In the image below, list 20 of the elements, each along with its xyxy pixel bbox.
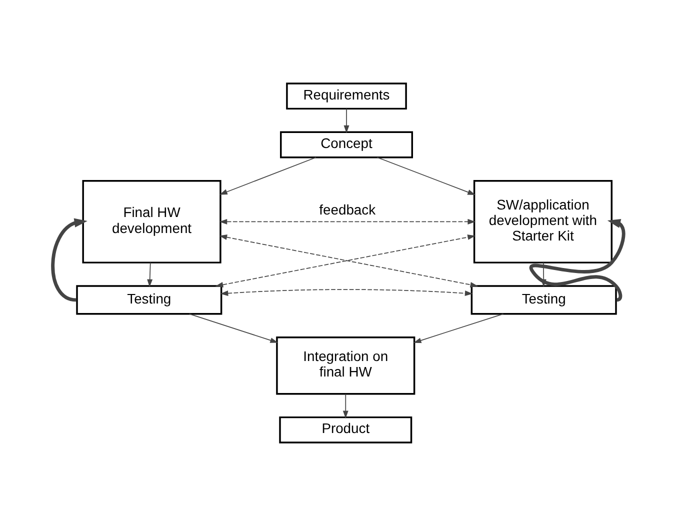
arrow xyxy=(530,218,626,302)
arrow xyxy=(219,156,316,195)
node-box: SW/application development with Starter Kit xyxy=(473,180,613,264)
node-box: Concept xyxy=(280,131,413,158)
node-box: Final HW development xyxy=(82,180,222,264)
arrow xyxy=(342,394,348,419)
arrow xyxy=(413,313,504,344)
arrow xyxy=(376,156,476,196)
arrow xyxy=(147,262,153,288)
node-box: Testing xyxy=(470,285,617,315)
arrow xyxy=(51,218,88,302)
node-box: Integration on final HW xyxy=(276,336,416,395)
node-box: Requirements xyxy=(286,82,407,110)
arrow xyxy=(344,108,350,134)
node-box: Testing xyxy=(76,285,222,315)
arrow xyxy=(219,218,476,224)
edge-label: feedback xyxy=(319,202,376,218)
arrow xyxy=(220,289,473,296)
arrow xyxy=(188,313,278,343)
node-box: Product xyxy=(279,416,412,444)
